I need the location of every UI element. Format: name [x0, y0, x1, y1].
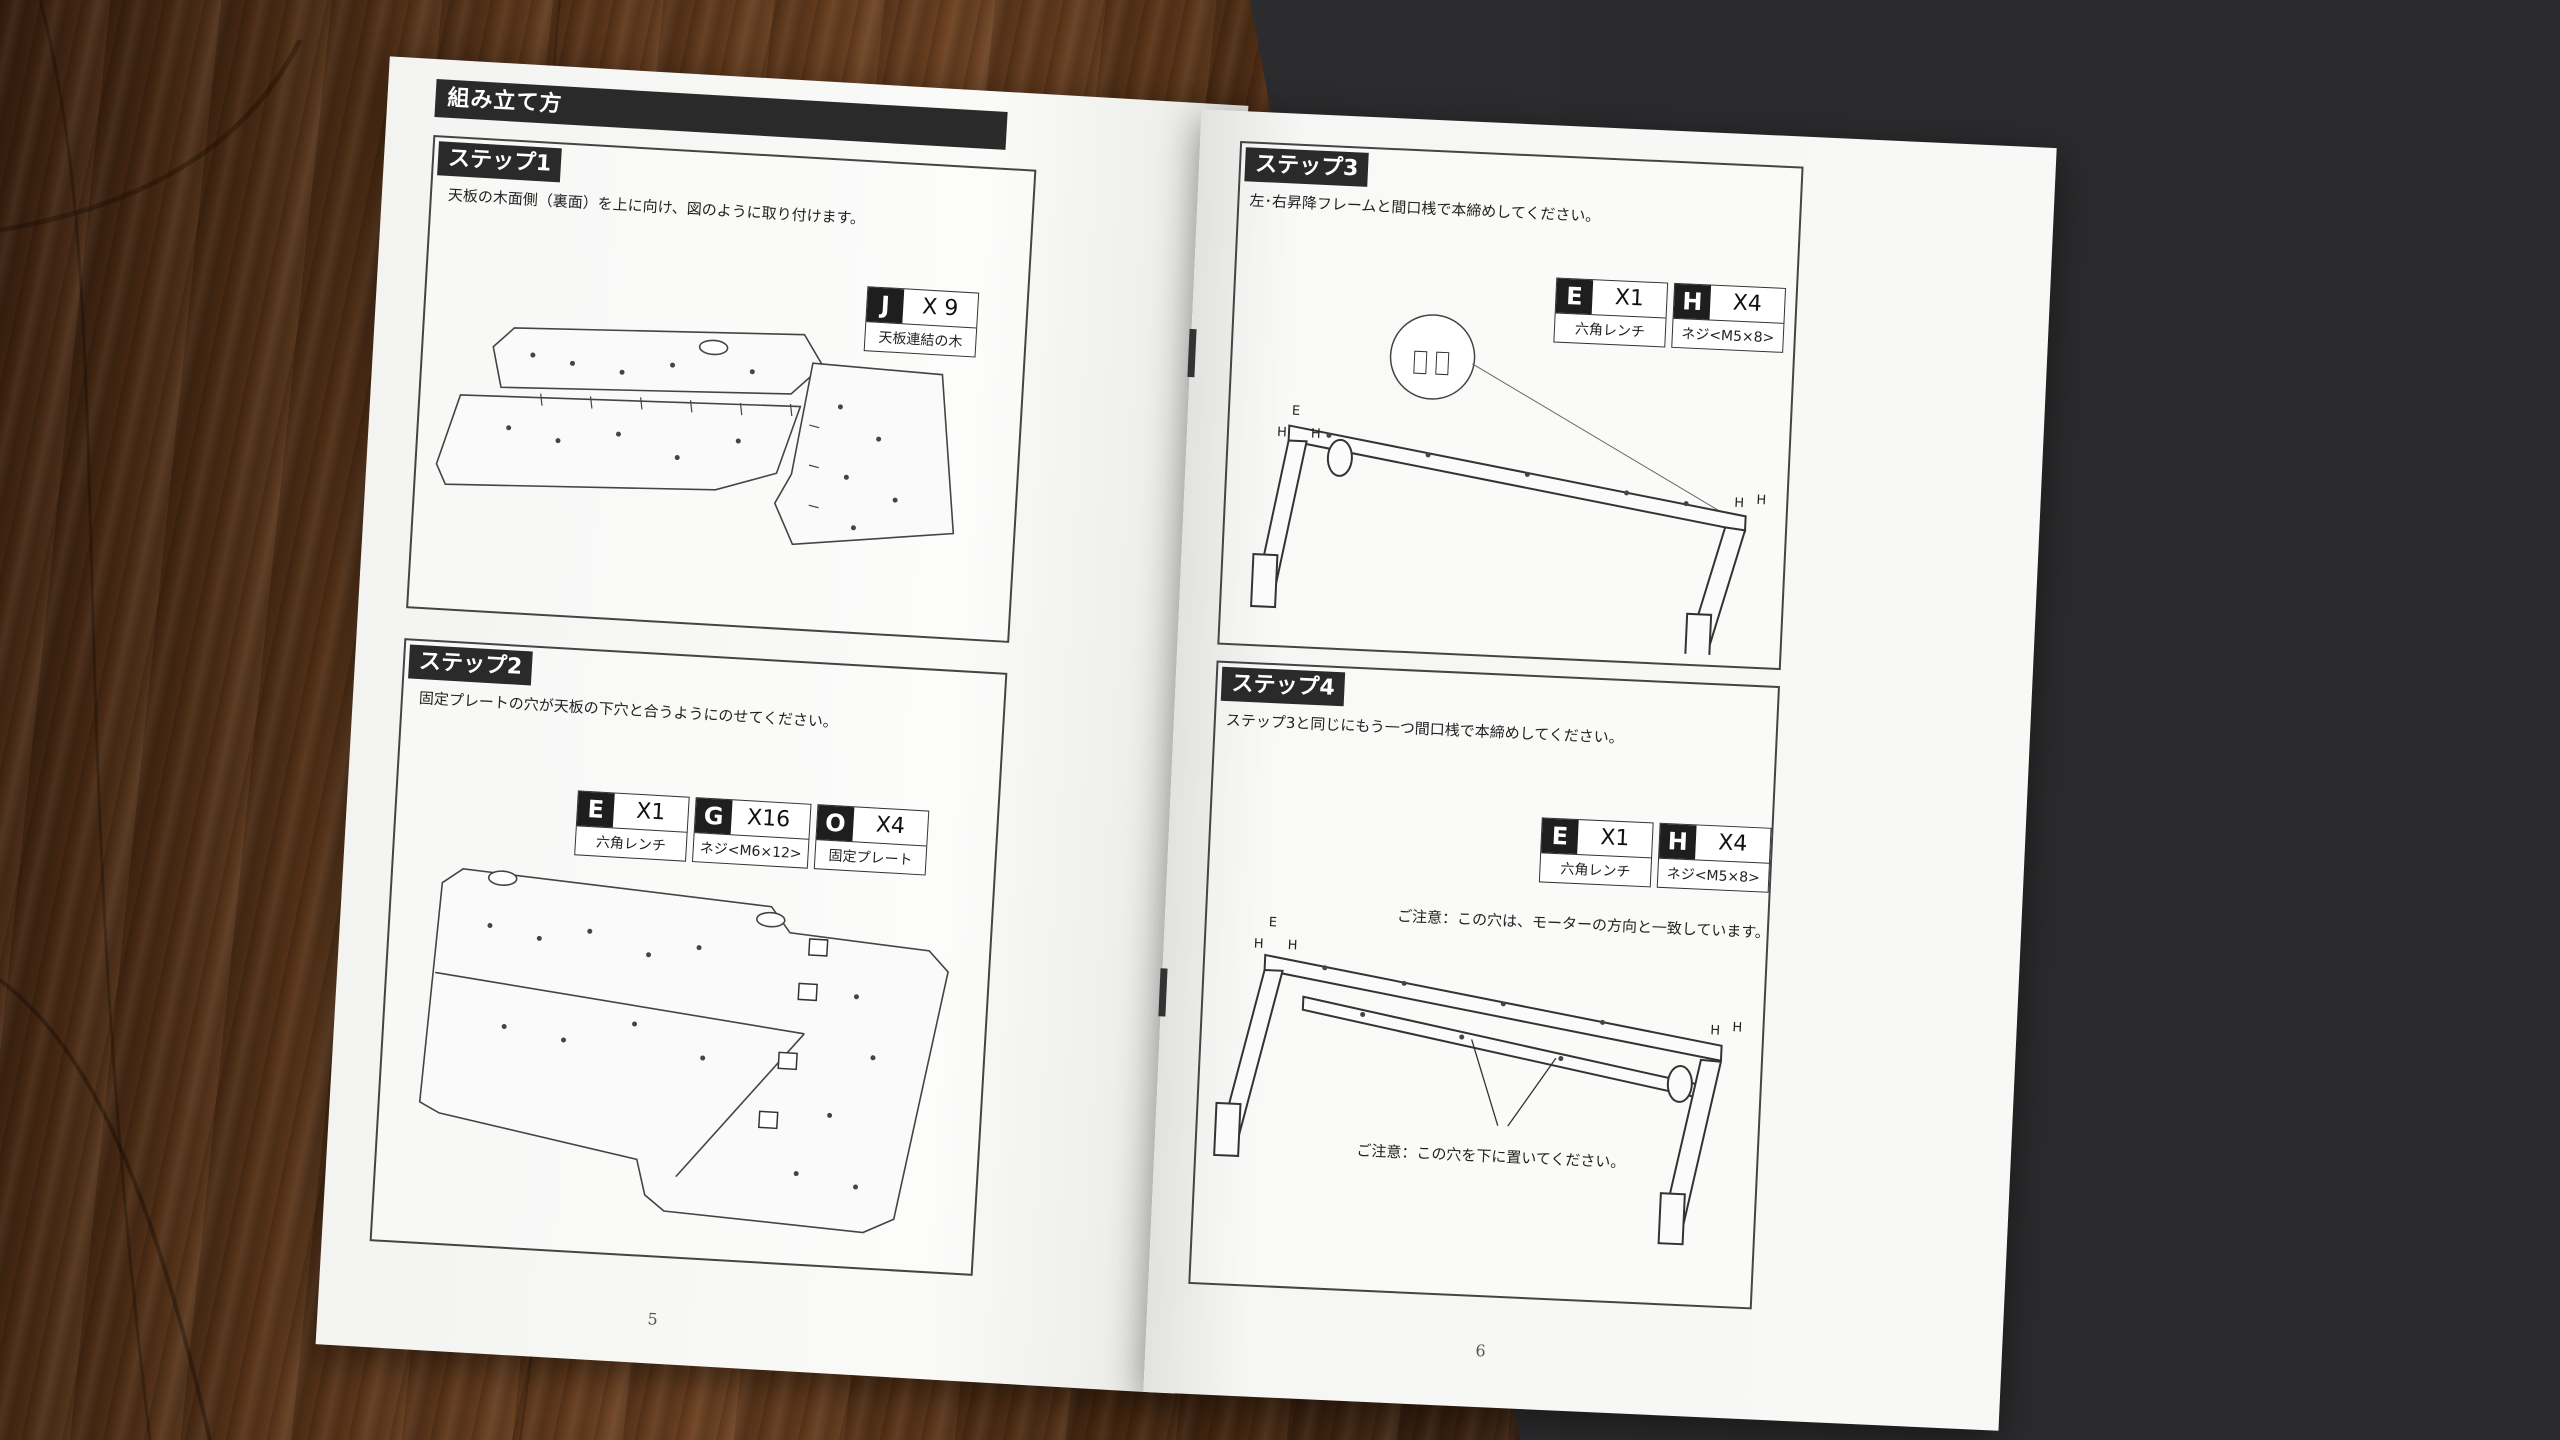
wood-grain-lines	[0, 0, 303, 1440]
